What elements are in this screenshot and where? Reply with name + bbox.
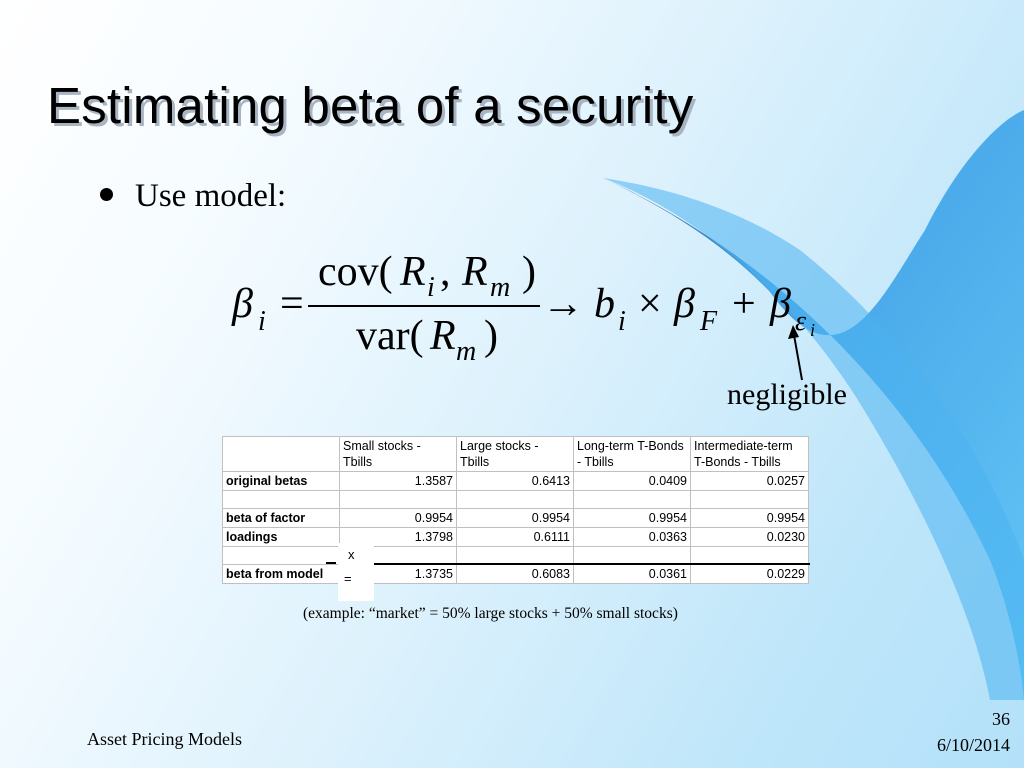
table-cell <box>339 490 457 509</box>
slide-title: Estimating beta of a security <box>47 77 694 134</box>
row-label: beta from model <box>222 564 340 584</box>
row-label: beta of factor <box>222 508 340 528</box>
formula-beta-F: β <box>674 281 695 327</box>
arrow-up-icon <box>788 325 803 381</box>
beta-table: Small stocks - Tbills Large stocks - Tbi… <box>222 436 809 584</box>
table-cell: 0.6083 <box>456 564 574 584</box>
formula-sub-i3: i <box>618 306 626 337</box>
slide-date: 6/10/2014 <box>936 735 1010 755</box>
table-cell: 0.0257 <box>690 471 809 491</box>
table-cell: 0.6413 <box>456 471 574 491</box>
formula-var: var( <box>356 313 424 359</box>
formula-sub-m: m <box>490 272 511 303</box>
formula-equals: = <box>280 281 304 327</box>
footer-title: Asset Pricing Models <box>87 729 242 749</box>
formula-sub-F: F <box>700 306 718 337</box>
table-header-cell: Small stocks - Tbills <box>339 436 457 472</box>
table-cell: 0.0361 <box>573 564 691 584</box>
table-cell: 1.3798 <box>339 527 457 547</box>
row-label: loadings <box>222 527 340 547</box>
table-cell: 1.3587 <box>339 471 457 491</box>
row-label: original betas <box>222 471 340 491</box>
table-header-row: Small stocks - Tbills Large stocks - Tbi… <box>222 436 809 472</box>
table-cell: 0.9954 <box>456 508 574 528</box>
table-cell <box>690 546 809 565</box>
table-row <box>222 546 809 565</box>
table-row: beta from model 1.3735 0.6083 0.0361 0.0… <box>222 564 809 584</box>
table-cell <box>573 546 691 565</box>
table-cell: 0.0363 <box>573 527 691 547</box>
formula-sub-i2: i <box>427 272 435 303</box>
table-cell <box>456 546 574 565</box>
operator-box: x = <box>338 543 374 601</box>
table-cell <box>456 490 574 509</box>
table-cell: 0.6111 <box>456 527 574 547</box>
bullet-icon <box>100 187 113 201</box>
slide-number: 36 <box>992 709 1010 729</box>
table-cell <box>573 490 691 509</box>
table-cell: 0.9954 <box>573 508 691 528</box>
example-note: (example: “market” = 50% large stocks + … <box>303 605 678 622</box>
underline-left <box>326 562 336 564</box>
beta-formula: β i = cov( R i , R m ) var( R m ) → b i … <box>230 249 850 380</box>
negligible-label: negligible <box>727 378 847 411</box>
formula-sub-m2: m <box>456 336 477 367</box>
formula-R3: R <box>430 313 456 359</box>
table-row: original betas 1.3587 0.6413 0.0409 0.02… <box>222 471 809 491</box>
formula-plus: + <box>732 281 756 327</box>
row-label <box>222 490 340 509</box>
bullet-text: Use model: <box>135 178 287 214</box>
table-row: loadings 1.3798 0.6111 0.0363 0.0230 <box>222 527 809 547</box>
equals-operator: = <box>344 571 352 586</box>
formula-sub-epsilon-i: i <box>810 320 816 340</box>
table-header-cell: Large stocks - Tbills <box>456 436 574 472</box>
formula-arrow: → <box>542 281 584 327</box>
formula-b: b <box>594 281 615 327</box>
formula-sub-epsilon: ε <box>795 306 807 337</box>
formula-comma: , <box>440 249 451 295</box>
product-underline <box>338 563 810 565</box>
table-cell: 0.0230 <box>690 527 809 547</box>
table-cell <box>690 490 809 509</box>
table-header-cell: Long-term T-Bonds - Tbills <box>573 436 691 472</box>
table-header-cell: Intermediate-term T-Bonds - Tbills <box>690 436 809 472</box>
table-cell: 0.9954 <box>339 508 457 528</box>
table-row <box>222 490 809 509</box>
table-cell: 0.0409 <box>573 471 691 491</box>
formula-R2: R <box>462 249 488 295</box>
formula-sub-i: i <box>258 306 266 337</box>
formula-times: × <box>638 281 662 327</box>
fraction-bar <box>308 305 540 307</box>
table-header-cell <box>222 436 340 472</box>
bullet-item: Use model: <box>100 178 286 215</box>
row-label <box>222 546 340 565</box>
formula-beta: β <box>232 281 253 327</box>
table-row: beta of factor 0.9954 0.9954 0.9954 0.99… <box>222 508 809 528</box>
table-cell: 0.0229 <box>690 564 809 584</box>
table-cell: 0.9954 <box>690 508 809 528</box>
formula-beta-eps: β <box>770 281 791 327</box>
formula-close-paren: ) <box>522 249 536 295</box>
formula-R1: R <box>400 249 426 295</box>
formula-close-paren2: ) <box>484 313 498 359</box>
times-operator: x <box>348 547 355 562</box>
formula-cov: cov( <box>318 249 393 295</box>
